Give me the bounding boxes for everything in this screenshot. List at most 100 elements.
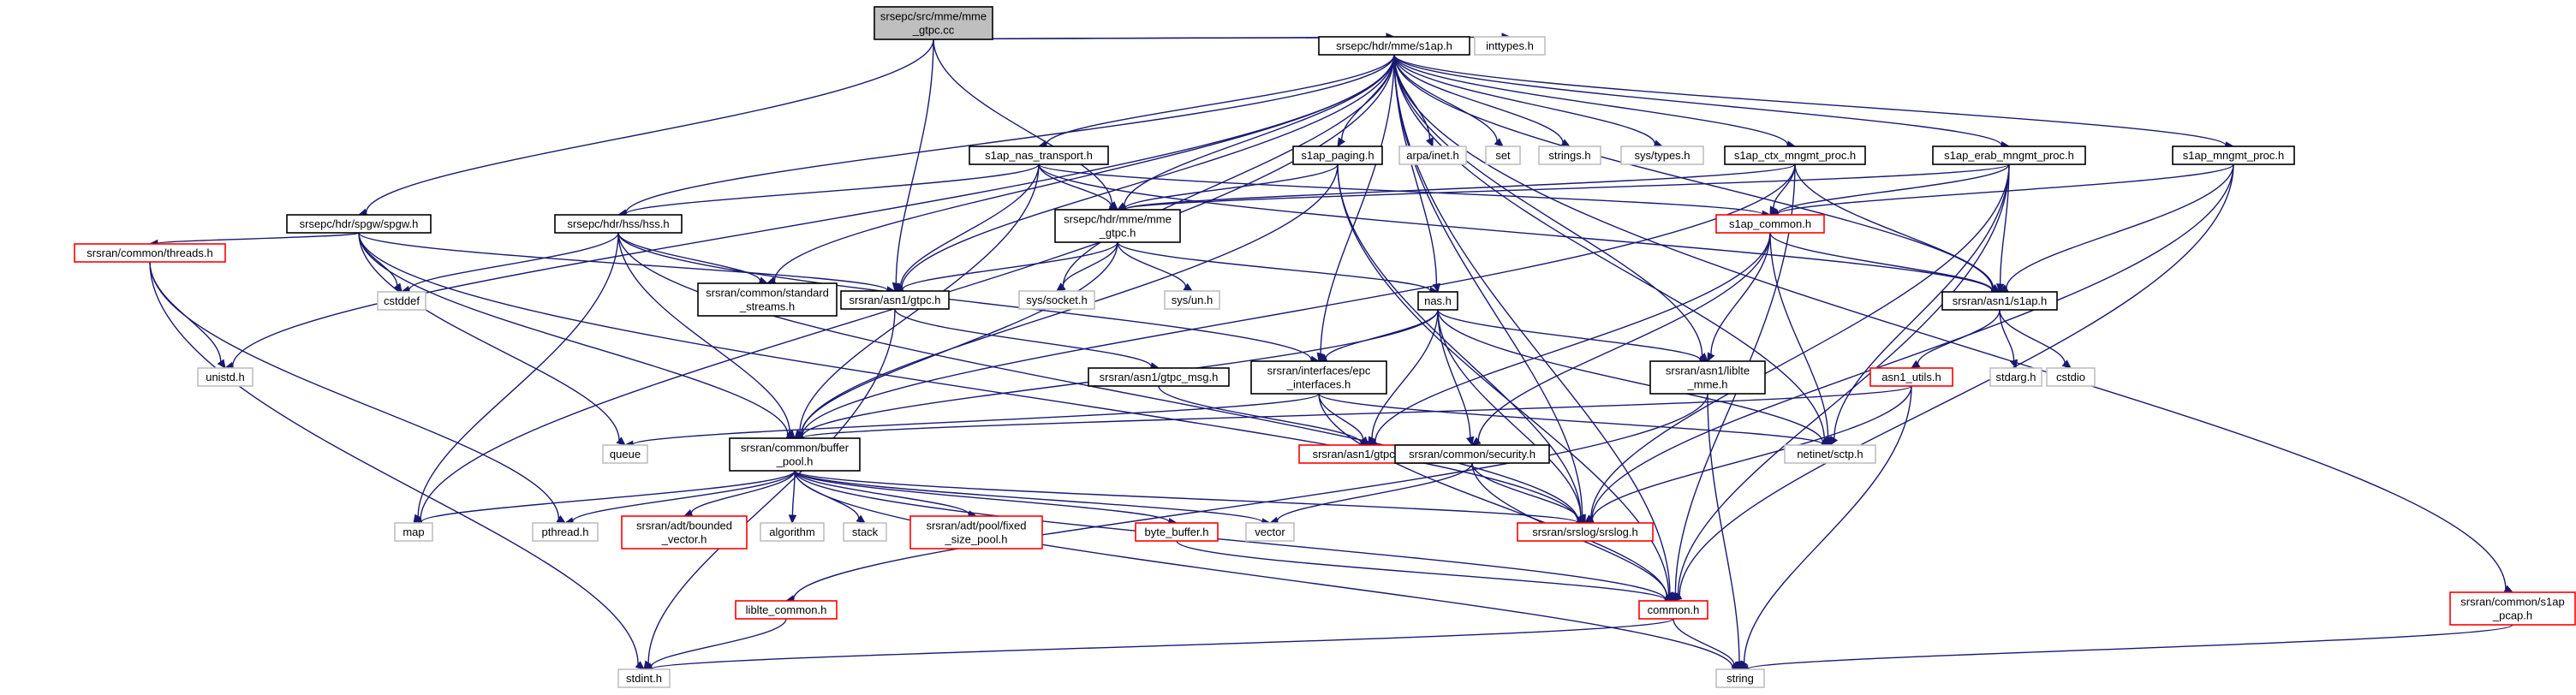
node-label: common.h bbox=[1648, 603, 1700, 616]
edges-layer bbox=[148, 33, 2514, 674]
node-label: string bbox=[1726, 672, 1754, 685]
node-label: srsepc/hdr/spgw/spgw.h bbox=[300, 217, 419, 230]
node-sys-socket-h: sys/socket.h bbox=[1018, 290, 1095, 310]
edge-s1ap_paging_h-to-srslog_h bbox=[1337, 163, 1586, 525]
edge-s1ap_h-to-unistd_h bbox=[224, 54, 1395, 371]
node-threads-h[interactable]: srsran/common/threads.h bbox=[74, 243, 226, 263]
node-security-h[interactable]: srsran/common/security.h bbox=[1394, 444, 1550, 464]
node-label: set bbox=[1495, 149, 1511, 162]
node-spgw-h[interactable]: srsepc/hdr/spgw/spgw.h bbox=[286, 214, 432, 234]
node-box bbox=[840, 290, 950, 310]
edge-nas_h-to-liblte_mme_h bbox=[1437, 309, 1709, 364]
node-label: arpa/inet.h bbox=[1406, 149, 1458, 162]
node-box bbox=[602, 444, 648, 464]
node-liblte-mme-h[interactable]: srsran/asn1/liblte_mme.h bbox=[1649, 360, 1766, 395]
edge-s1ap_mngmt_proc_h-to-srslog_h bbox=[1583, 163, 2234, 524]
node-box bbox=[729, 437, 861, 472]
node-cstddef: cstddef bbox=[377, 291, 426, 311]
node-s1ap-erab-mngmt-proc-h[interactable]: s1ap_erab_mngmt_proc.h bbox=[1932, 146, 2086, 165]
node-box bbox=[377, 291, 426, 311]
node-label: _pool.h bbox=[776, 455, 814, 468]
node-algorithm: algorithm bbox=[760, 522, 825, 542]
node-s1ap-nas-transport-h[interactable]: s1ap_nas_transport.h bbox=[969, 146, 1109, 165]
node-cstdio: cstdio bbox=[2046, 367, 2096, 387]
edge-buffer_pool_h-to-algorithm bbox=[788, 470, 797, 525]
node-s1ap-ctx-mngmt-proc-h[interactable]: s1ap_ctx_mngmt_proc.h bbox=[1724, 146, 1866, 165]
edge-s1ap_mngmt_proc_h-to-asn1_s1ap_h bbox=[1998, 163, 2234, 293]
node-label: srsran/common/s1ap bbox=[2460, 596, 2564, 609]
node-s1ap-mngmt-proc-h[interactable]: s1ap_mngmt_proc.h bbox=[2172, 146, 2295, 165]
node-hss-h[interactable]: srsepc/hdr/hss/hss.h bbox=[554, 214, 683, 234]
node-asn1-utils-h[interactable]: asn1_utils.h bbox=[1869, 367, 1953, 387]
edge-epc_interfaces_h-to-netinet_sctp_h bbox=[1318, 393, 1832, 448]
node-box bbox=[1517, 522, 1654, 542]
node-common-h[interactable]: common.h bbox=[1638, 600, 1708, 620]
node-stack: stack bbox=[843, 522, 887, 542]
node-liblte-common-h[interactable]: liblte_common.h bbox=[735, 600, 838, 620]
node-s1ap-common-h[interactable]: s1ap_common.h bbox=[1715, 214, 1825, 234]
node-label: _pcap.h bbox=[2492, 609, 2532, 622]
node-label: asn1_utils.h bbox=[1881, 371, 1941, 383]
node-s1ap-pcap-h[interactable]: srsran/common/s1ap_pcap.h bbox=[2449, 591, 2576, 626]
node-box bbox=[1398, 146, 1467, 165]
node-box bbox=[1638, 600, 1708, 620]
edge-s1ap_common_h-to-netinet_sctp_h bbox=[1769, 232, 1833, 447]
node-label: srsran/srslog/srslog.h bbox=[1532, 526, 1638, 538]
node-label: strings.h bbox=[1548, 149, 1590, 162]
node-asn1-gtpc-h[interactable]: srsran/asn1/gtpc.h bbox=[840, 290, 950, 310]
edge-spgw_h-to-queue bbox=[358, 232, 626, 446]
node-arpa-inet-h: arpa/inet.h bbox=[1398, 146, 1467, 165]
edge-mme_gtpc_cc-to-asn1_gtpc_h bbox=[891, 39, 934, 293]
node-label: srsran/adt/pool/fixed bbox=[926, 520, 1026, 532]
node-box bbox=[74, 243, 226, 263]
node-asn1-s1ap-h[interactable]: srsran/asn1/s1ap.h bbox=[1941, 291, 2058, 311]
node-label: stdint.h bbox=[626, 672, 662, 685]
edge-liblte_mme_h-to-liblte_common_h bbox=[784, 393, 1708, 603]
node-label: _gtpc.h bbox=[1099, 227, 1136, 240]
node-box bbox=[1250, 360, 1387, 395]
node-s1ap-paging-h[interactable]: s1ap_paging.h bbox=[1292, 146, 1383, 165]
node-box bbox=[1292, 146, 1383, 165]
node-label: liblte_common.h bbox=[746, 603, 827, 616]
node-byte-buffer-h[interactable]: byte_buffer.h bbox=[1135, 522, 1219, 542]
node-label: cstdio bbox=[2056, 371, 2085, 383]
node-buffer-pool-h[interactable]: srsran/common/buffer_pool.h bbox=[729, 437, 861, 472]
node-box bbox=[909, 515, 1043, 549]
node-bounded-vector-h[interactable]: srsran/adt/bounded_vector.h bbox=[621, 515, 748, 549]
node-epc-interfaces-h[interactable]: srsran/interfaces/epc_interfaces.h bbox=[1250, 360, 1387, 395]
edge-s1ap_h-to-asn1_s1ap_h bbox=[1393, 54, 2001, 293]
node-label: pthread.h bbox=[542, 526, 589, 538]
edge-hss_h-to-buffer_pool_h bbox=[617, 232, 796, 439]
node-box bbox=[735, 600, 838, 620]
node-gtpc-msg-h[interactable]: srsran/asn1/gtpc_msg.h bbox=[1088, 367, 1230, 387]
node-strings-h: strings.h bbox=[1538, 146, 1601, 165]
node-label: srsran/adt/bounded bbox=[636, 520, 732, 532]
edge-mme_gtpc_h-to-sys_un_h bbox=[1117, 241, 1194, 292]
node-box bbox=[874, 6, 993, 40]
node-s1ap-h[interactable]: srsepc/hdr/mme/s1ap.h bbox=[1318, 36, 1470, 56]
node-label: srsran/interfaces/epc bbox=[1267, 365, 1371, 377]
node-map: map bbox=[394, 522, 433, 542]
node-nas-h[interactable]: nas.h bbox=[1417, 291, 1458, 311]
node-label: srsran/asn1/liblte bbox=[1666, 365, 1750, 377]
node-fixed-size-pool-h[interactable]: srsran/adt/pool/fixed_size_pool.h bbox=[909, 515, 1043, 549]
node-label: stack bbox=[852, 526, 879, 538]
edge-asn1_s1ap_h-to-cstdio bbox=[1999, 309, 2072, 369]
node-box bbox=[554, 214, 683, 234]
node-label: cstddef bbox=[384, 294, 420, 307]
edge-s1ap_h-to-s1ap_erab_mngmt_proc_h bbox=[1393, 54, 2011, 150]
edge-s1ap_h-to-s1ap_pcap_h bbox=[1393, 54, 2514, 593]
node-mme-gtpc-cc[interactable]: srsepc/src/mme/mme_gtpc.cc bbox=[874, 6, 993, 40]
edge-mme_gtpc_h-to-buffer_pool_h bbox=[793, 241, 1118, 439]
node-mme-gtpc-h[interactable]: srsepc/hdr/mme/mme_gtpc.h bbox=[1054, 209, 1181, 243]
edge-liblte_mme_h-to-string bbox=[1707, 393, 1744, 671]
edge-s1ap_common_h-to-asn1_s1ap_h bbox=[1769, 232, 2001, 294]
node-standard-streams-h[interactable]: srsran/common/standard_streams.h bbox=[697, 282, 838, 317]
node-label: _mme.h bbox=[1687, 378, 1728, 391]
node-label: srsran/common/standard bbox=[706, 287, 829, 300]
node-box bbox=[2046, 367, 2096, 387]
node-box bbox=[617, 668, 671, 688]
nodes-layer: srsepc/src/mme/mme_gtpc.cc srsepc/hdr/mme… bbox=[74, 6, 2576, 688]
node-label: _size_pool.h bbox=[945, 533, 1008, 546]
node-srslog-h[interactable]: srsran/srslog/srslog.h bbox=[1517, 522, 1654, 542]
